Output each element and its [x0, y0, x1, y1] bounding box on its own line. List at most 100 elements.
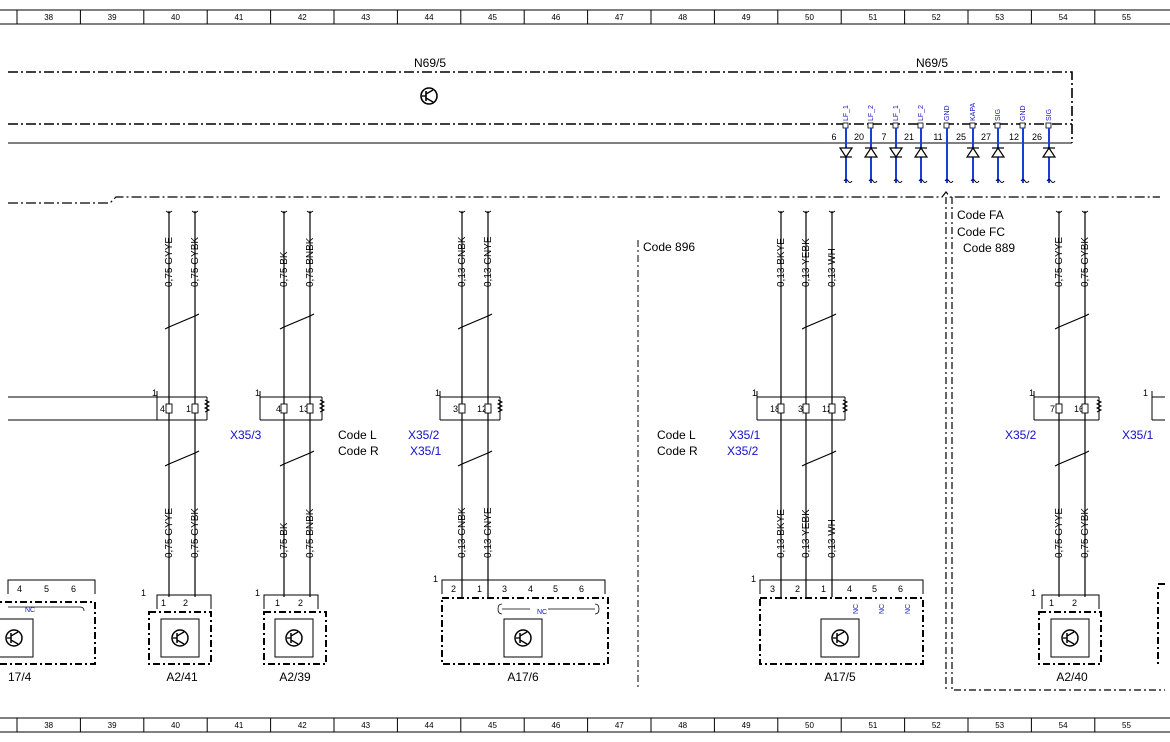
- ruler-number: 46: [551, 721, 560, 730]
- component-pin-one: 1: [255, 588, 260, 598]
- code-l-label-2: Code L: [657, 428, 696, 442]
- connector-pin-icon: [165, 403, 173, 414]
- connector-pin-icon: [1055, 403, 1063, 414]
- wire-break-icon: [1046, 179, 1056, 183]
- connector-block: [439, 391, 501, 421]
- ruler-number: 55: [1122, 13, 1131, 22]
- component-a2-39-label: A2/39: [279, 670, 311, 684]
- component-symbol-frame: [820, 618, 860, 658]
- arrow-up-icon: [1041, 146, 1057, 158]
- component-a2-41-label: A2/41: [166, 670, 198, 684]
- component-housing: [263, 611, 327, 665]
- ruler-number: 53: [995, 13, 1004, 22]
- component-housing: [0, 601, 96, 665]
- component-pin-number: 5: [553, 584, 558, 594]
- ruler-number: 45: [488, 721, 497, 730]
- wire-label-lower: 0,75 BK: [279, 522, 290, 558]
- nc-label: NC: [905, 604, 912, 614]
- wire-break-icon: [970, 179, 980, 183]
- pin-number: 11: [933, 132, 942, 142]
- connector-x35-1-a: X35/1: [410, 444, 442, 458]
- component-housing: [148, 611, 212, 665]
- code-896-label: Code 896: [643, 240, 695, 254]
- wire-label-lower: 0,13 WH: [827, 519, 838, 558]
- component-symbol-frame: [0, 618, 34, 658]
- component-a17-4-label: 17/4: [8, 670, 32, 684]
- connector-pin-number: 4: [276, 404, 281, 414]
- wire-label-upper: 0,13 YEBK: [801, 238, 812, 287]
- component-pin-number: 1: [161, 598, 166, 608]
- component-pin-number: 3: [770, 584, 775, 594]
- pin-number: 27: [981, 132, 991, 142]
- code-889-label: Code 889: [963, 241, 1015, 255]
- connector-pin-number: 3: [798, 404, 803, 414]
- nc-bracket: [497, 603, 600, 615]
- transistor-collector: [1066, 631, 1075, 637]
- transistor-circle: [514, 629, 532, 647]
- wire-label-upper: 0,75 BK: [279, 251, 290, 287]
- wire-label-upper: 0,13 BKYE: [776, 238, 787, 287]
- component-pin-one: 1: [141, 588, 146, 598]
- ruler-number: 53: [995, 721, 1004, 730]
- ruler-number: 43: [361, 13, 370, 22]
- connector-block: [1033, 391, 1100, 421]
- code-l-label-1: Code L: [338, 428, 377, 442]
- connector-pin-number: 3: [453, 404, 458, 414]
- component-pin-one: 1: [1031, 588, 1036, 598]
- pin-terminal: [842, 122, 849, 129]
- wire-label-lower: 0,75 GYBK: [1080, 508, 1091, 558]
- wire-end-icon: [191, 210, 199, 214]
- component-pin-number: 1: [275, 598, 280, 608]
- pin-number: 21: [904, 132, 914, 142]
- twisted-pair-icon: [164, 313, 200, 330]
- transistor-collector: [290, 631, 299, 637]
- component-pin-number: 6: [898, 584, 903, 594]
- wire-label-upper: 0,13 WH: [827, 248, 838, 287]
- nc-label: NC: [853, 604, 860, 614]
- wire-end-icon: [484, 210, 492, 214]
- wire-label-lower: 0,75 BNBK: [305, 508, 316, 558]
- connector-x35-3: X35/3: [230, 428, 262, 442]
- wire-end-icon: [306, 210, 314, 214]
- arrow-up-icon: [863, 146, 879, 158]
- component-header: [7, 579, 96, 594]
- shield-icon: [318, 399, 326, 413]
- wire-break-icon: [893, 179, 903, 183]
- wire-end-icon: [1055, 210, 1063, 214]
- ruler-number: 54: [1059, 721, 1068, 730]
- ruler-number: 50: [805, 721, 814, 730]
- n69-5-pins: 6LF_120LF_27LF_121LF_211GND25KAPA27SIG12…: [831, 103, 1057, 183]
- ruler-number: 39: [108, 13, 117, 22]
- twisted-pair-icon: [279, 313, 315, 330]
- wire-label-lower: 0,13 BKYE: [776, 509, 787, 558]
- component-pin-number: 1: [821, 584, 826, 594]
- arrow-up-icon: [990, 146, 1006, 158]
- ruler-number: 52: [932, 13, 941, 22]
- twisted-pair-icon: [457, 313, 493, 330]
- transistor-collector: [176, 631, 185, 637]
- transistor-icon: [285, 629, 303, 647]
- connector-pin-one: 1: [1029, 388, 1034, 398]
- wire-end-icon: [777, 210, 785, 214]
- transistor-circle: [831, 629, 849, 647]
- connector-pin-icon: [1081, 403, 1089, 414]
- connector-strip-left: [8, 396, 205, 421]
- component-pin-number: 2: [183, 598, 188, 608]
- connector-block: [259, 391, 323, 421]
- ruler-number: 41: [234, 13, 243, 22]
- pin-terminal: [892, 122, 899, 129]
- pin-signal-label: LF_2: [918, 105, 925, 121]
- pin-signal-label: SIG: [1046, 109, 1053, 121]
- twisted-pair-icon: [1054, 450, 1090, 467]
- component-pin-number: 2: [451, 584, 456, 594]
- transistor-icon: [831, 629, 849, 647]
- transistor-circle: [1061, 629, 1079, 647]
- twisted-pair-icon: [801, 313, 837, 330]
- ruler-number: 44: [425, 721, 434, 730]
- transistor-circle: [5, 629, 23, 647]
- ruler-number: 40: [171, 13, 180, 22]
